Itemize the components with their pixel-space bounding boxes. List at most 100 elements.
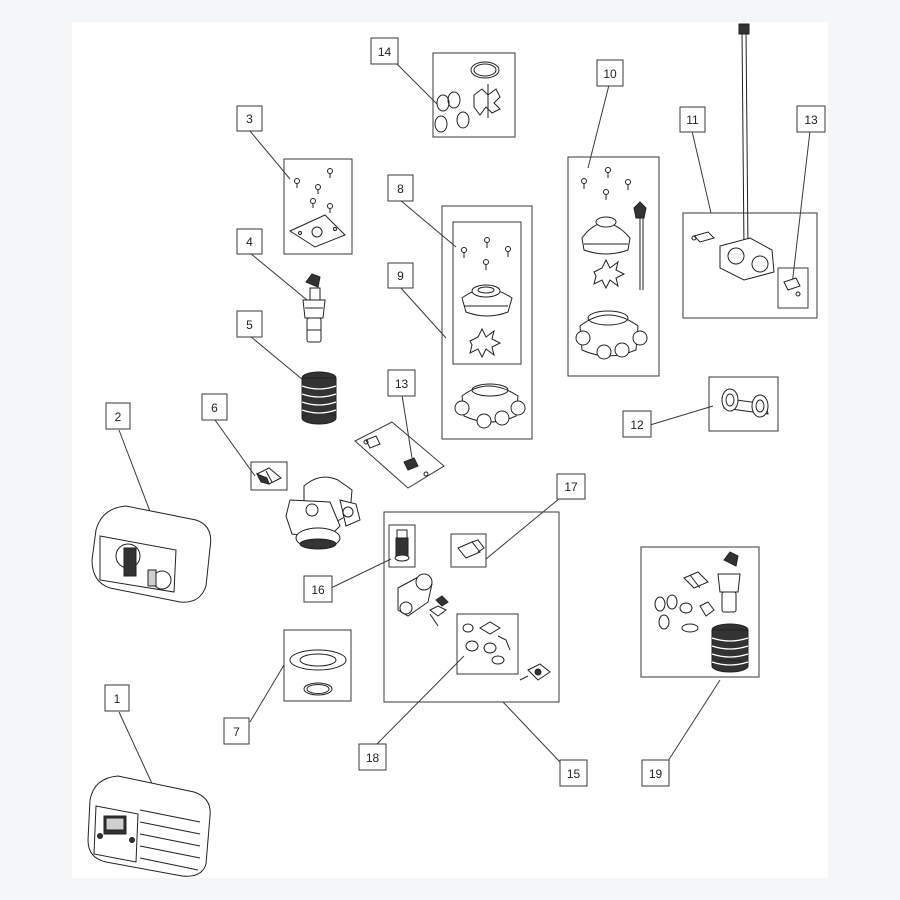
part-10-rod — [633, 201, 647, 290]
callout-5: 5 — [236, 310, 263, 338]
part-6-fitting — [255, 467, 282, 485]
svg-text:17: 17 — [564, 480, 578, 494]
callout-6: 6 — [201, 393, 228, 421]
part-13-clips — [363, 435, 429, 477]
callout-3: 3 — [236, 105, 263, 132]
part-15-bypass — [397, 573, 449, 627]
svg-text:6: 6 — [211, 401, 218, 415]
callout-8: 8 — [387, 174, 414, 202]
leader-4 — [249, 252, 308, 301]
leader-8 — [399, 199, 457, 248]
svg-text:16: 16 — [311, 583, 325, 597]
leader-1 — [118, 711, 156, 791]
leader-7 — [249, 664, 285, 723]
part-5-seal-stack — [301, 371, 337, 425]
frame-part-8-9 — [441, 205, 533, 440]
callout-10: 10 — [596, 59, 624, 87]
part-2-cover — [91, 505, 212, 603]
frame-part-12 — [708, 376, 779, 432]
part-3-screw-plate-kit — [288, 168, 346, 248]
leader-19 — [667, 679, 721, 762]
callout-11: 11 — [679, 106, 706, 133]
part-8-screws — [461, 237, 511, 270]
part-10-screws — [581, 167, 631, 200]
svg-text:9: 9 — [397, 269, 404, 283]
svg-text:7: 7 — [233, 725, 240, 739]
callout-7: 7 — [223, 717, 250, 745]
callout-14: 14 — [370, 37, 399, 65]
svg-text:10: 10 — [603, 67, 617, 81]
part-17-fitting — [457, 539, 485, 559]
part-13-clip-right — [783, 277, 801, 297]
part-18-seal-kit — [462, 621, 511, 665]
callout-13a: 13 — [387, 369, 416, 397]
leader-16 — [330, 558, 392, 589]
leader-13a — [401, 394, 413, 459]
frame-part-14 — [432, 52, 516, 138]
leader-18 — [376, 655, 465, 745]
leader-13b — [791, 130, 811, 286]
svg-text:1: 1 — [114, 692, 121, 706]
callout-15: 15 — [559, 759, 588, 787]
svg-text:5: 5 — [246, 318, 253, 332]
parts-diagram-sheet — [72, 22, 828, 878]
part-15-clip — [519, 663, 551, 681]
svg-text:11: 11 — [686, 113, 699, 127]
frame-part-11 — [682, 212, 818, 319]
leader-9 — [399, 286, 447, 339]
part-11-cable — [738, 23, 750, 251]
svg-text:3: 3 — [246, 112, 253, 126]
svg-text:12: 12 — [630, 418, 644, 432]
svg-text:8: 8 — [397, 182, 404, 196]
leader-3 — [249, 130, 291, 180]
part-7-seal-rings — [289, 649, 347, 696]
main-valve-body — [285, 476, 361, 550]
svg-text:18: 18 — [366, 751, 380, 765]
svg-text:4: 4 — [246, 235, 253, 249]
frame-part-16 — [388, 524, 416, 568]
leader-6 — [214, 419, 256, 477]
frame-part-19 — [640, 546, 760, 678]
svg-text:2: 2 — [115, 410, 122, 424]
frame-part-17 — [450, 533, 487, 568]
leader-11 — [691, 130, 712, 214]
part-16-piston — [394, 529, 410, 562]
part-9-valve-body — [454, 383, 526, 429]
part-8-cap — [461, 284, 513, 317]
callout-16: 16 — [303, 575, 333, 603]
frame-part-6 — [250, 461, 288, 491]
part-10-valve-body — [575, 310, 648, 360]
svg-text:13: 13 — [395, 377, 409, 391]
callout-12: 12 — [622, 410, 652, 438]
leader-14 — [395, 62, 438, 105]
frame-part-13 — [354, 421, 445, 489]
leader-17 — [485, 497, 561, 560]
part-12-adapter — [721, 388, 769, 418]
callout-9: 9 — [387, 262, 414, 289]
frame-part-8-inner — [452, 221, 522, 365]
leader-15 — [502, 701, 561, 763]
part-8-star-spacer — [469, 327, 502, 359]
frame-part-13-small — [777, 267, 809, 309]
frame-part-3 — [283, 158, 353, 255]
part-10-star-spacer — [593, 258, 626, 290]
frame-part-18 — [456, 613, 519, 675]
callout-18: 18 — [358, 743, 387, 771]
part-4-piston — [302, 273, 326, 343]
callout-17: 17 — [556, 473, 586, 500]
callout-19: 19 — [641, 759, 670, 787]
leader-5 — [249, 335, 304, 381]
svg-text:13: 13 — [804, 113, 818, 127]
frame-part-10 — [567, 156, 660, 377]
callout-4: 4 — [236, 228, 263, 255]
svg-text:14: 14 — [378, 45, 392, 59]
leader-12 — [649, 405, 714, 426]
callout-13b: 13 — [796, 105, 826, 133]
leader-10 — [587, 84, 610, 169]
part-11-bracket — [691, 231, 775, 281]
part-1-controller-cover — [87, 775, 211, 877]
part-14-seal-kit — [434, 61, 501, 133]
svg-text:15: 15 — [567, 767, 581, 781]
callout-1: 1 — [104, 684, 130, 712]
